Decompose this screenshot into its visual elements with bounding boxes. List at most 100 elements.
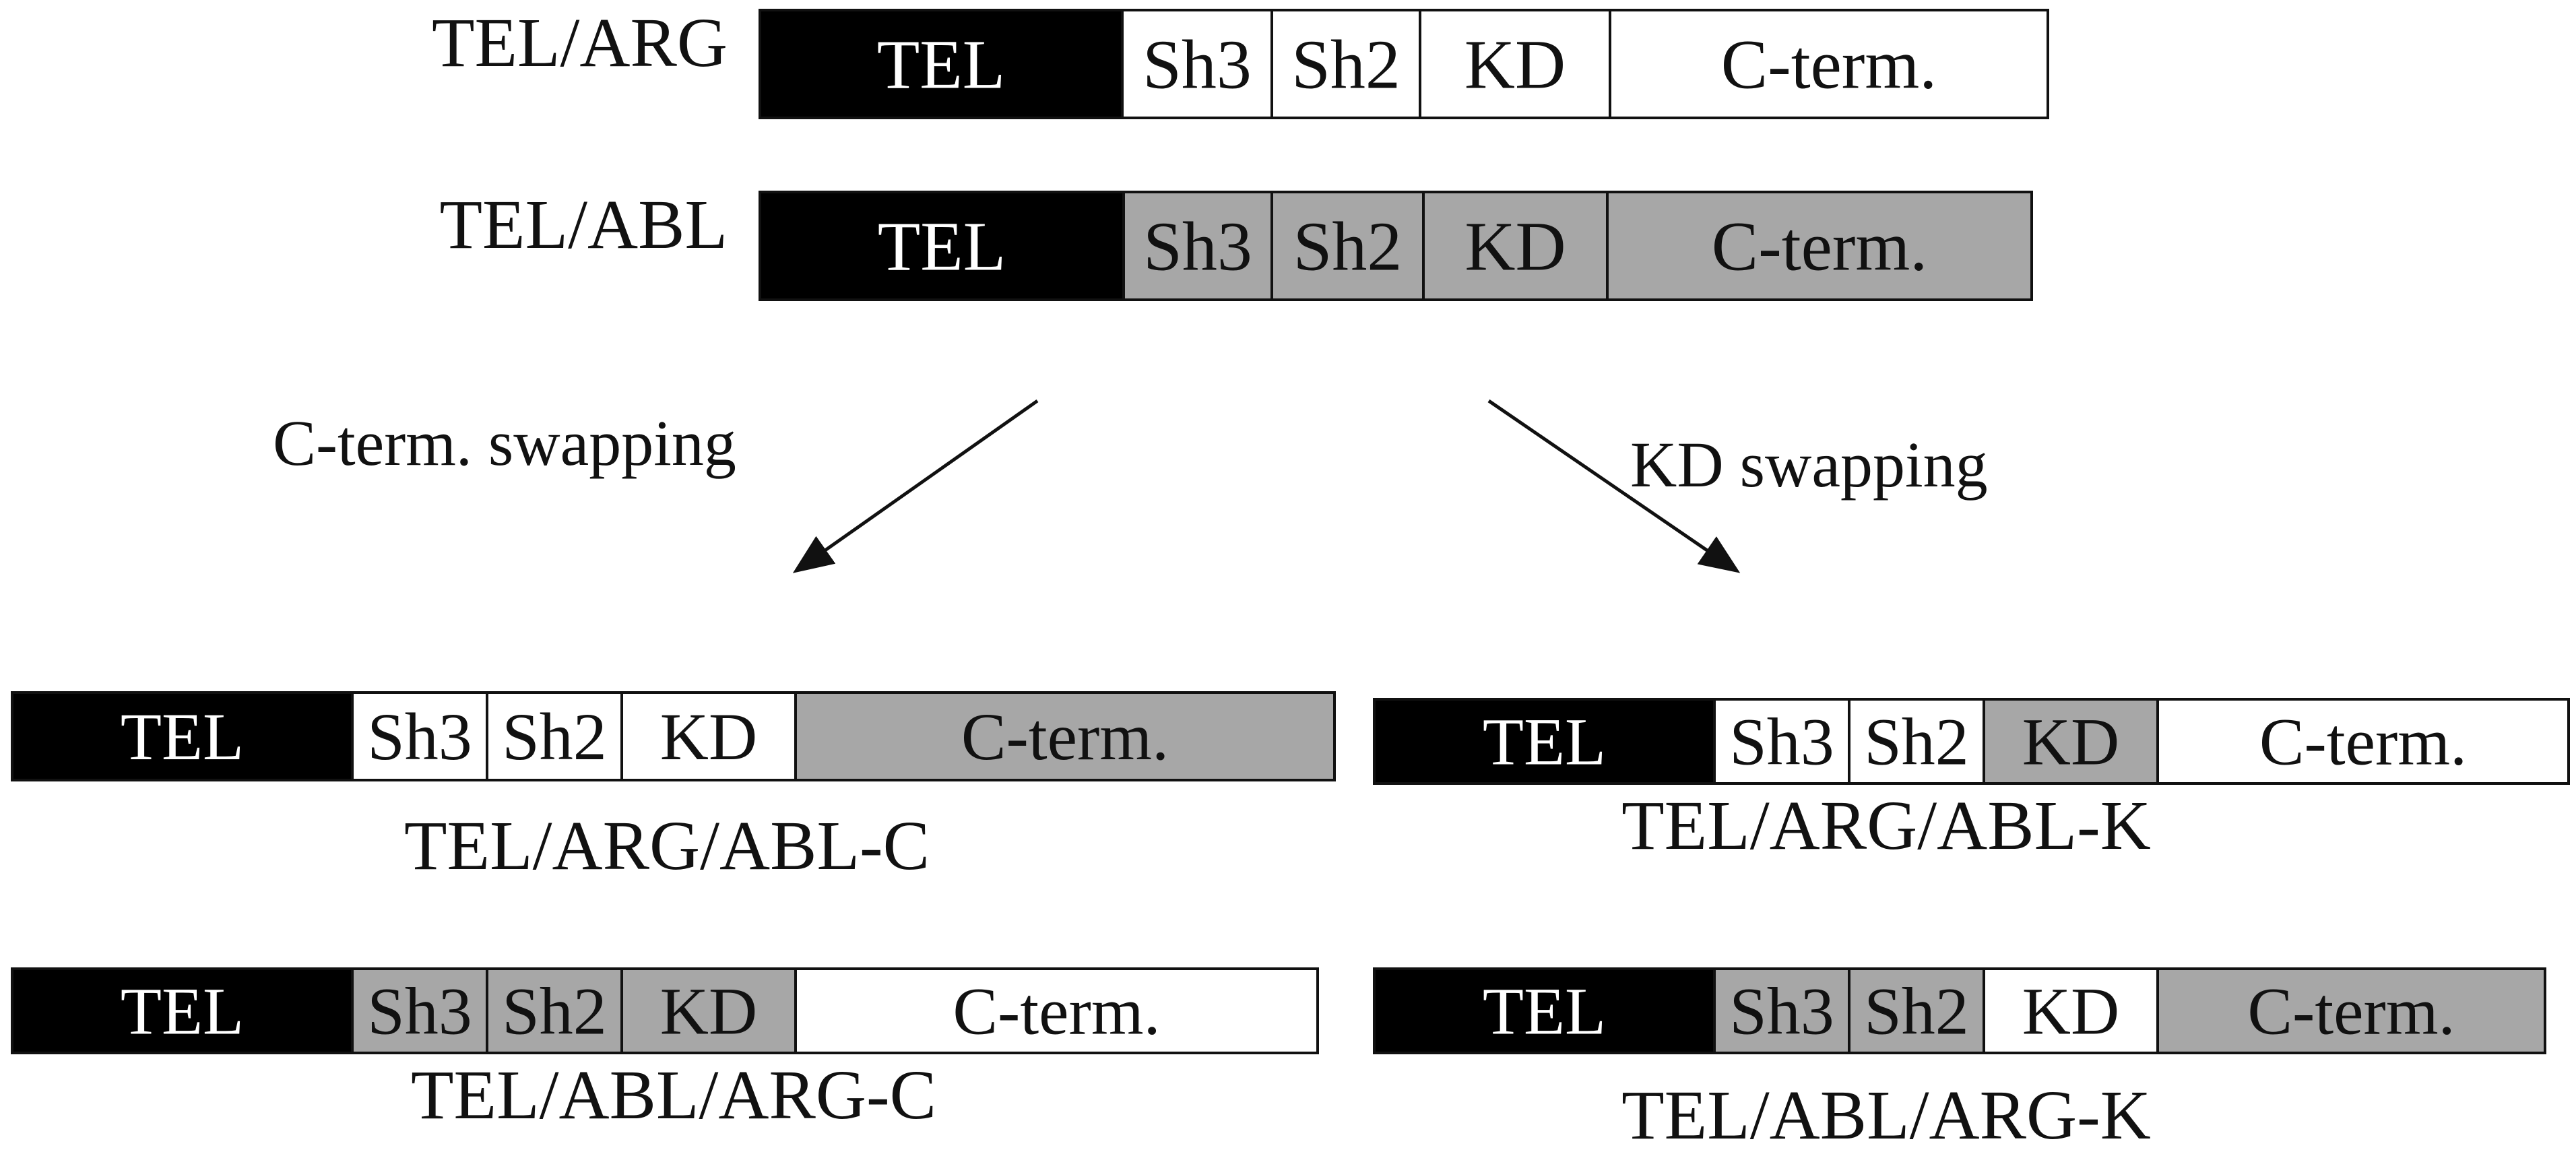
- construct-tel-abl: TEL Sh3 Sh2 KD C-term. TEL/ABL: [440, 186, 2033, 301]
- domain-sh3: Sh3: [1121, 9, 1273, 119]
- domain-cterm-label: C-term.: [953, 974, 1160, 1049]
- domain-kd-label: KD: [1464, 207, 1566, 285]
- domain-tel-box: [1373, 698, 1716, 785]
- domain-sh3-box: [1121, 9, 1273, 119]
- domain-tel: TEL: [759, 191, 1125, 301]
- domain-cterm: C-term.: [1606, 191, 2033, 301]
- domain-cterm-box: [1609, 9, 2049, 119]
- domain-cterm-box: [794, 691, 1336, 781]
- domain-sh3: Sh3: [351, 691, 488, 781]
- domain-kd: KD: [620, 691, 797, 781]
- construct-name: TEL/ARG/ABL-C: [404, 807, 930, 885]
- domain-tel-label: TEL: [121, 974, 244, 1049]
- domain-sh2: Sh2: [1848, 698, 1985, 785]
- right-arrow-label: KD swapping: [1630, 428, 1988, 501]
- domain-kd-label: KD: [2022, 705, 2119, 779]
- domain-sh2: Sh2: [1270, 9, 1421, 119]
- domain-sh2: Sh2: [1848, 967, 1985, 1054]
- domain-kd: KD: [620, 967, 797, 1054]
- domain-cterm-label: C-term.: [961, 699, 1169, 774]
- construct-tel-arg: TEL Sh3 Sh2 KD C-term. TEL/ARG: [432, 4, 2049, 119]
- domain-kd-box: [1983, 698, 2159, 785]
- domain-cterm-label: C-term.: [1721, 26, 1937, 103]
- domain-tel-label: TEL: [1483, 974, 1606, 1049]
- domain-sh2-label: Sh2: [502, 974, 607, 1049]
- domain-tel-box: [1373, 967, 1716, 1054]
- domain-sh3: Sh3: [1713, 967, 1850, 1054]
- right-arrow: [1487, 399, 1741, 573]
- domain-sh3: Sh3: [1713, 698, 1850, 785]
- domain-kd-box: [1422, 191, 1609, 301]
- domain-tel: TEL: [1373, 698, 1716, 785]
- domain-cterm-box: [794, 967, 1319, 1054]
- domain-kd: KD: [1419, 9, 1611, 119]
- domain-tel: TEL: [11, 691, 354, 781]
- domain-sh2-box: [486, 691, 623, 781]
- domain-cterm-box: [2156, 698, 2570, 785]
- construct-name: TEL/ABL/ARG-K: [1621, 1077, 2151, 1154]
- domain-sh3-box: [351, 967, 488, 1054]
- domain-cterm: C-term.: [2156, 698, 2570, 785]
- domain-sh2-box: [1270, 9, 1421, 119]
- domain-kd-label: KD: [660, 699, 757, 774]
- domain-sh2-label: Sh2: [1291, 26, 1400, 103]
- domain-cterm-label: C-term.: [2259, 705, 2467, 779]
- construct-tel-arg-abl-k: TEL Sh3 Sh2 KD C-term. TEL/ARG/ABL-K: [1373, 698, 2570, 864]
- domain-sh3-label: Sh3: [1729, 974, 1834, 1049]
- domain-tel-label: TEL: [877, 26, 1006, 103]
- left-arrow-label: C-term. swapping: [273, 407, 736, 479]
- domain-sh2-label: Sh2: [1864, 974, 1969, 1049]
- domain-tel-box: [759, 191, 1125, 301]
- domain-sh3: Sh3: [351, 967, 488, 1054]
- domain-sh2: Sh2: [1270, 191, 1425, 301]
- domain-kd: KD: [1983, 698, 2159, 785]
- domain-kd: KD: [1983, 967, 2159, 1054]
- construct-tel-abl-arg-k: TEL Sh3 Sh2 KD C-term. TEL/ABL/ARG-K: [1373, 967, 2546, 1154]
- domain-sh3-box: [1713, 967, 1850, 1054]
- construct-name: TEL/ARG: [432, 4, 728, 82]
- domain-sh3-label: Sh3: [1729, 705, 1834, 779]
- domain-sh2-label: Sh2: [1864, 705, 1969, 779]
- left-arrow: [792, 399, 1039, 573]
- construct-name: TEL/ARG/ABL-K: [1621, 787, 2151, 864]
- domain-tel-label: TEL: [121, 699, 244, 774]
- construct-name: TEL/ABL: [440, 186, 728, 263]
- domain-kd-label: KD: [2022, 974, 2119, 1049]
- domain-cterm-box: [1606, 191, 2033, 301]
- domain-tel: TEL: [759, 9, 1124, 119]
- domain-kd-box: [620, 967, 797, 1054]
- domain-sh3-label: Sh3: [1142, 26, 1252, 103]
- domain-sh2: Sh2: [486, 691, 623, 781]
- domain-cterm: C-term.: [794, 967, 1319, 1054]
- construct-tel-abl-arg-c: TEL Sh3 Sh2 KD C-term.TEL/ABL/ARG-C: [11, 967, 1319, 1134]
- domain-kd-box: [620, 691, 797, 781]
- domain-tel: TEL: [11, 967, 354, 1054]
- domain-cterm-label: C-term.: [2247, 974, 2455, 1049]
- domain-sh2-label: Sh2: [1293, 207, 1403, 285]
- domain-tel-label: TEL: [1483, 705, 1606, 779]
- domain-sh2-box: [1848, 698, 1985, 785]
- domain-sh2: Sh2: [486, 967, 623, 1054]
- domain-sh3-label: Sh3: [367, 974, 472, 1049]
- domain-cterm: C-term.: [1609, 9, 2049, 119]
- domain-kd-label: KD: [660, 974, 757, 1049]
- domain-sh2-box: [1848, 967, 1985, 1054]
- construct-name: TEL/ABL/ARG-C: [411, 1056, 936, 1134]
- domain-sh2-box: [486, 967, 623, 1054]
- domain-kd: KD: [1422, 191, 1609, 301]
- domain-sh2-label: Sh2: [502, 699, 607, 774]
- domain-kd-label: KD: [1464, 26, 1566, 103]
- domain-sh3-label: Sh3: [367, 699, 472, 774]
- domain-tel-label: TEL: [878, 207, 1006, 285]
- domain-sh3: Sh3: [1122, 191, 1273, 301]
- domain-cterm-label: C-term.: [1712, 207, 1928, 285]
- domain-tel-box: [11, 691, 354, 781]
- domain-cterm: C-term.: [2156, 967, 2546, 1054]
- domain-cterm: C-term.: [794, 691, 1336, 781]
- domain-sh3-label: Sh3: [1143, 207, 1252, 285]
- domain-cterm-box: [2156, 967, 2546, 1054]
- domain-tel-box: [11, 967, 354, 1054]
- domain-kd-box: [1983, 967, 2159, 1054]
